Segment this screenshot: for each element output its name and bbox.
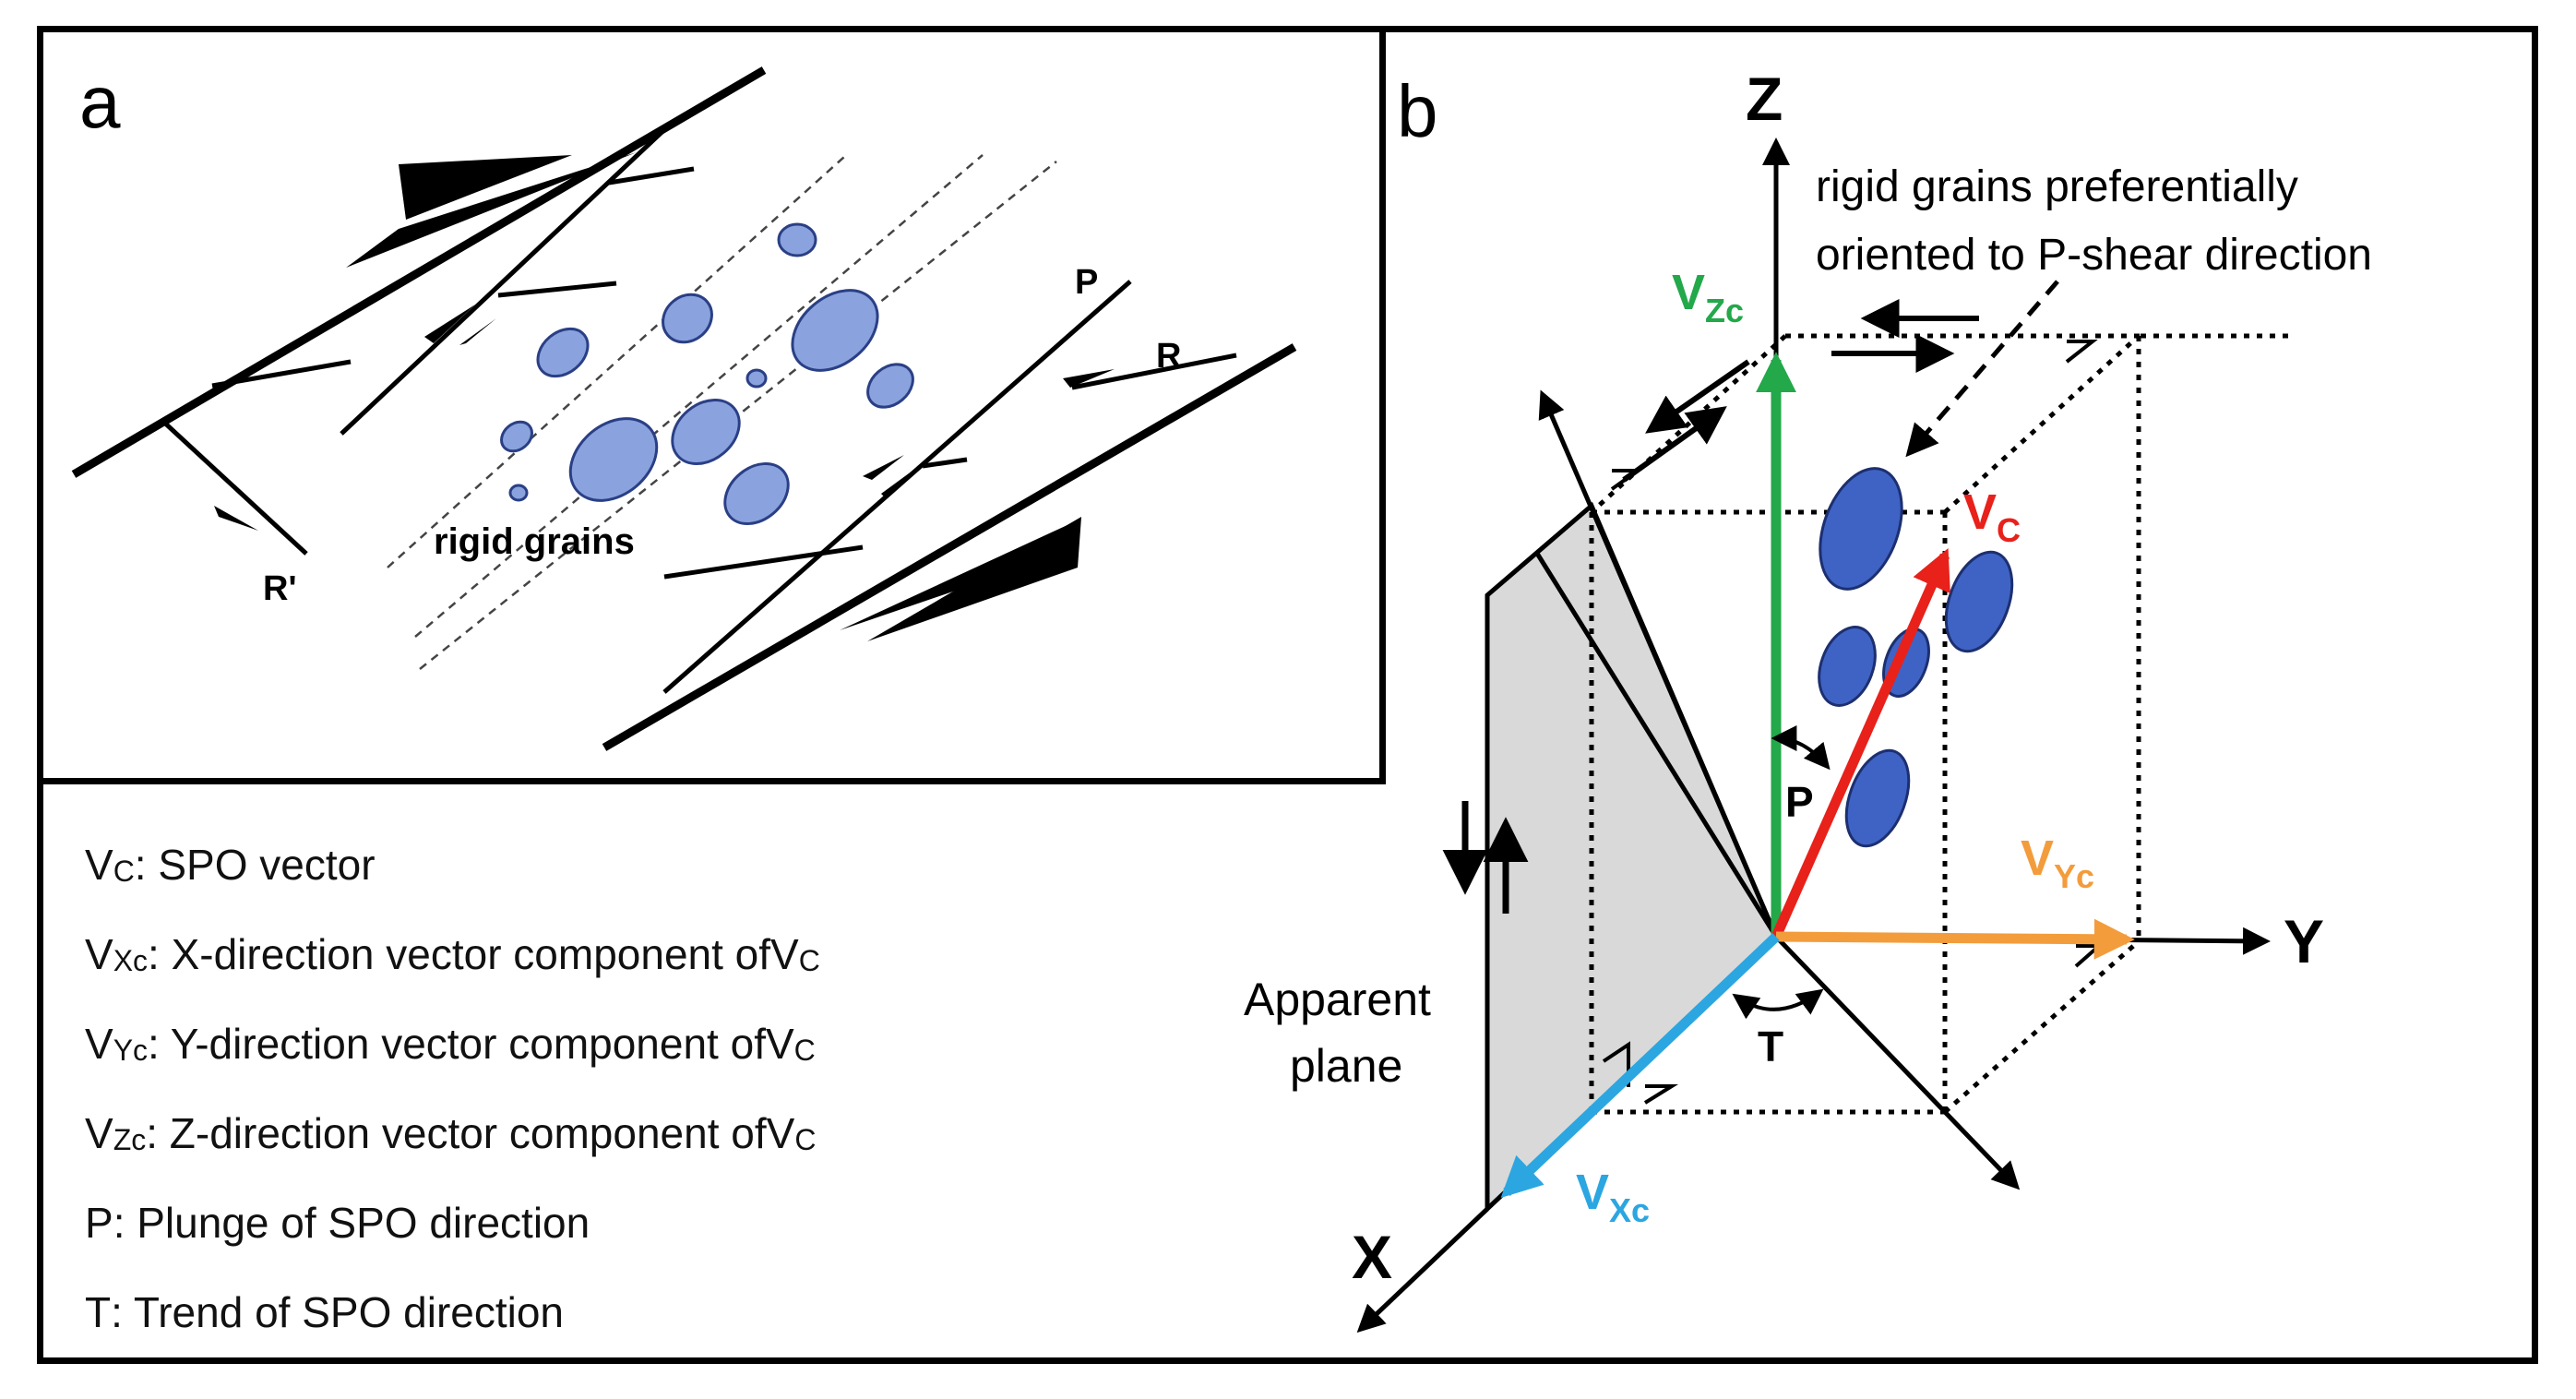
riedel-fractures bbox=[160, 123, 1237, 694]
vc-vector bbox=[1771, 547, 1950, 939]
apparent-plane-label-2: plane bbox=[1290, 1040, 1402, 1092]
trend-line bbox=[1774, 935, 2021, 1190]
top-shear-sense-arrows bbox=[1622, 299, 1979, 483]
plunge-angle-arc bbox=[1771, 725, 1831, 771]
vc-label: VC bbox=[1963, 484, 2021, 549]
legend-row-plunge: P : Plunge of SPO direction bbox=[85, 1198, 590, 1247]
trend-label: T bbox=[1758, 1022, 1783, 1070]
rigid-grains bbox=[500, 222, 914, 526]
vzc-label: VZc bbox=[1672, 265, 1744, 329]
plane-shear-sense-arrows bbox=[1442, 801, 1529, 914]
vyc-vector bbox=[1775, 918, 2135, 960]
legend-row-trend: T : Trend of SPO direction bbox=[85, 1287, 565, 1336]
apparent-plane-edge bbox=[1533, 550, 1779, 939]
panel-a-frame bbox=[37, 26, 1386, 784]
apparent-plane-dip-line bbox=[1538, 389, 1779, 938]
annotation-line-2: oriented to P-shear direction bbox=[1816, 231, 2372, 280]
panel-a-label: a bbox=[79, 61, 121, 143]
rigid-grains-label: rigid grains bbox=[434, 521, 635, 562]
vxc-vector bbox=[1500, 933, 1780, 1199]
panel-b: b bbox=[1244, 65, 2372, 1333]
trend-angle-arc bbox=[1732, 988, 1824, 1020]
panel-a: a bbox=[71, 61, 1297, 751]
fracture-slip-arrows bbox=[214, 305, 1115, 531]
annotation-line-1: rigid grains preferentially bbox=[1816, 162, 2298, 211]
p-shear-label: P bbox=[1075, 263, 1098, 302]
z-axis-label: Z bbox=[1746, 65, 1783, 133]
apparent-plane bbox=[1485, 501, 1779, 1214]
vyc-label: VYc bbox=[2021, 831, 2094, 895]
plunge-label: P bbox=[1785, 778, 1814, 826]
annotation-pointer-arrow bbox=[1905, 280, 2059, 458]
r-prime-shear-label: R' bbox=[263, 569, 296, 608]
x-axis-extension bbox=[1356, 1207, 1489, 1333]
lower-shear-boundary bbox=[602, 343, 1297, 751]
panel-b-label: b bbox=[1397, 70, 1438, 152]
vxc-label: VXc bbox=[1576, 1165, 1650, 1229]
upper-shear-sense-arrow-head bbox=[399, 155, 572, 220]
dashed-guide-lines bbox=[387, 154, 1057, 670]
x-axis-label: X bbox=[1352, 1223, 1392, 1291]
lower-shear-sense-arrow bbox=[840, 519, 1081, 630]
r-shear-label: R bbox=[1156, 337, 1181, 376]
upper-shear-sense-arrow bbox=[346, 152, 637, 268]
apparent-plane-label-1: Apparent bbox=[1244, 974, 1431, 1025]
upper-shear-boundary bbox=[71, 66, 767, 478]
y-axis-label: Y bbox=[2284, 907, 2324, 975]
lower-shear-sense-arrow-head bbox=[867, 517, 1081, 641]
